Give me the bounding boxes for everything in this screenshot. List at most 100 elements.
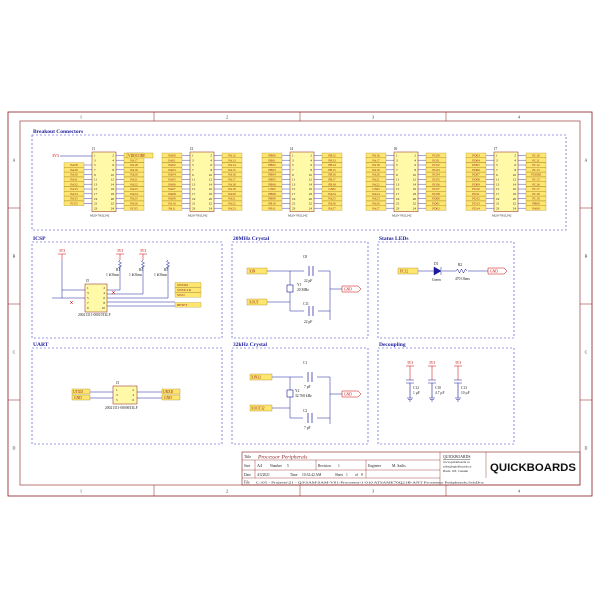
power-symbol bbox=[454, 365, 462, 380]
net-label bbox=[321, 162, 343, 168]
net-label-text: PA19 bbox=[130, 168, 138, 172]
gnd-port-crystal32-text: GND bbox=[344, 393, 352, 397]
pin-number: 8 bbox=[414, 168, 416, 172]
y1-value: 20 MHz bbox=[297, 288, 309, 292]
power-symbol bbox=[406, 365, 414, 380]
c11-value: 22 pF bbox=[304, 320, 312, 324]
net-label bbox=[525, 172, 547, 177]
power-label: 3V3 bbox=[455, 361, 461, 365]
net-label-text: PC05 bbox=[70, 202, 78, 206]
pin-number: 1 bbox=[192, 154, 194, 158]
uart-wires bbox=[90, 391, 162, 399]
net-label-text: PA21 bbox=[228, 197, 236, 201]
pin-number: 5 bbox=[292, 163, 294, 167]
net-label bbox=[525, 205, 547, 211]
title-block: Title Processor Peripherals Size A4 Numb… bbox=[241, 451, 581, 486]
resistor-symbol bbox=[117, 259, 123, 269]
pin-number: 16 bbox=[209, 187, 213, 191]
pin-number: 23 bbox=[292, 206, 296, 210]
uart-gnd-right-text: GND bbox=[164, 396, 172, 400]
net-label bbox=[161, 191, 183, 197]
net-label bbox=[365, 181, 387, 187]
pin-number: 5 bbox=[87, 296, 89, 300]
net-label-text: PA27 bbox=[372, 206, 380, 210]
pin-number: 18 bbox=[513, 192, 517, 196]
net-label bbox=[123, 162, 145, 168]
of-value: 8 bbox=[361, 473, 363, 477]
pin-number: 5 bbox=[116, 398, 118, 402]
net-label-text: PA14 bbox=[228, 163, 236, 167]
uart-gnd-left-text: GND bbox=[74, 396, 82, 400]
vddcore-net-text: VDDCORE bbox=[128, 154, 146, 158]
pin-number: 20 bbox=[309, 197, 313, 201]
gnd-port-status-text: GND bbox=[490, 270, 498, 274]
net-label-text: PD14 bbox=[472, 206, 480, 210]
net-label bbox=[365, 162, 387, 168]
c8-value: 22 pF bbox=[304, 279, 312, 283]
power-label: 3V3 bbox=[407, 361, 413, 365]
capacitor-value: 4.7 µF bbox=[435, 391, 444, 395]
pin-number: 12 bbox=[513, 178, 517, 182]
net-label bbox=[161, 157, 183, 163]
net-label bbox=[425, 186, 447, 192]
pin-number: 1 bbox=[87, 286, 89, 290]
net-label bbox=[365, 152, 387, 158]
net-label-text: PA20 bbox=[130, 173, 138, 177]
pin-number: 20 bbox=[413, 197, 417, 201]
pin-number: 22 bbox=[513, 202, 517, 206]
net-label-text: PD10 bbox=[472, 187, 480, 191]
date-value: 4/3/2021 bbox=[257, 473, 270, 477]
pin-number: 4 bbox=[514, 158, 516, 162]
net-label bbox=[123, 196, 145, 201]
net-label-text: SWDIO bbox=[177, 283, 189, 287]
net-label-text: SWO bbox=[177, 293, 185, 297]
net-label-text: PA26 bbox=[130, 202, 138, 206]
net-label bbox=[63, 200, 85, 206]
net-label bbox=[161, 167, 183, 173]
net-label-text: PA23 bbox=[130, 187, 138, 191]
net-label bbox=[465, 200, 487, 206]
net-label bbox=[261, 152, 283, 158]
section-box-uart bbox=[31, 347, 223, 445]
net-label bbox=[174, 302, 202, 308]
net-label bbox=[525, 157, 547, 163]
net-label bbox=[465, 157, 487, 163]
y1-crystal-symbol bbox=[286, 284, 294, 293]
net-label-text: PB02 bbox=[268, 163, 276, 167]
revision-value: 1 bbox=[338, 464, 340, 468]
pin-number: 2 bbox=[210, 154, 212, 158]
net-label-text: PA22 bbox=[130, 182, 138, 186]
net-label bbox=[63, 176, 85, 182]
company-line-1: www.quickboards.ca bbox=[443, 460, 470, 464]
net-label bbox=[525, 181, 547, 187]
connector-part: M20-7832242 bbox=[188, 214, 208, 218]
col-label-bottom: 4 bbox=[518, 489, 520, 494]
net-label-text: PA25 bbox=[372, 197, 380, 201]
net-label-text: GND bbox=[372, 187, 380, 191]
pin-number: 10 bbox=[413, 173, 417, 177]
net-label-text: PD03 bbox=[472, 154, 480, 158]
net-label-text: PA03 bbox=[168, 168, 176, 172]
pin-number: 2 bbox=[414, 154, 416, 158]
section-box-decoupling bbox=[377, 347, 515, 445]
connector-ref: J6 bbox=[394, 147, 397, 151]
pin-number: 6 bbox=[310, 163, 312, 167]
net-label bbox=[261, 162, 283, 168]
pin-number: 22 bbox=[111, 202, 115, 206]
net-label bbox=[221, 181, 243, 187]
net-label-text: PC17 bbox=[532, 187, 540, 191]
net-label bbox=[465, 152, 487, 158]
pin-number: 4 bbox=[103, 291, 105, 295]
net-label bbox=[321, 176, 343, 182]
net-label-text: PA00 bbox=[532, 206, 540, 210]
pin-number: 19 bbox=[292, 197, 296, 201]
net-label bbox=[321, 152, 343, 158]
net-label bbox=[425, 176, 447, 182]
net-label bbox=[221, 152, 243, 158]
net-label-text: PA27 bbox=[328, 206, 336, 210]
